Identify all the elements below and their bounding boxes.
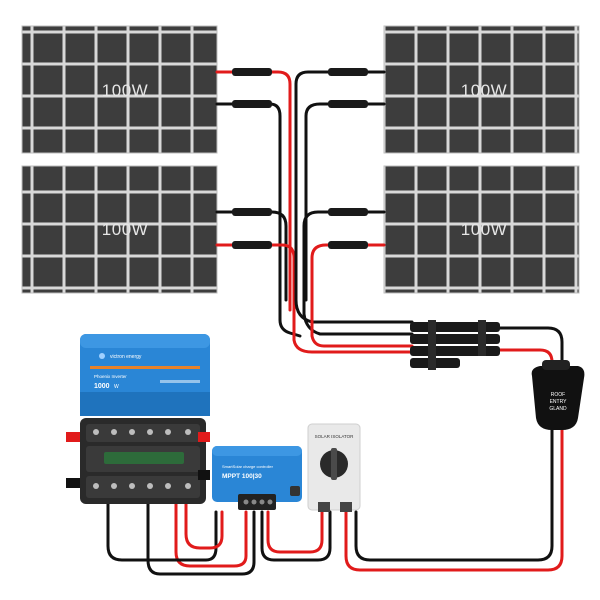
solar-panel-bottom-left: 100W	[21, 165, 218, 294]
inverter-model-unit: W	[114, 384, 119, 390]
isolator-label: SOLAR ISOLATOR	[315, 434, 355, 439]
controller-line1: SmartSolar charge controller	[222, 464, 274, 469]
battery	[66, 418, 210, 504]
gland-label-line1: ROOF	[551, 392, 565, 398]
solar-panel-top-left: 100W	[21, 25, 218, 154]
solar-panel-bottom-right: 100W	[383, 165, 580, 294]
panel-label: 100W	[461, 81, 507, 100]
roof-entry-gland: ROOF ENTRY GLAND	[531, 360, 585, 430]
gland-label-line3: GLAND	[549, 406, 567, 412]
controller-model: MPPT 100|30	[222, 473, 262, 480]
inverter-brand: victron energy	[110, 354, 142, 360]
solar-isolator: SOLAR ISOLATOR	[307, 423, 361, 512]
solar-panel-top-right: 100W	[383, 25, 580, 154]
branch-connectors	[410, 320, 500, 370]
panel-label: 100W	[102, 220, 148, 239]
charge-controller: SmartSolar charge controller MPPT 100|30	[212, 446, 302, 510]
gland-label-line2: ENTRY	[550, 399, 568, 405]
panel-label: 100W	[461, 220, 507, 239]
panel-label: 100W	[102, 81, 148, 100]
inverter-model-line: Phoenix Inverter	[94, 374, 127, 379]
inverter: victron energy Phoenix Inverter 1000 W	[80, 334, 210, 422]
mc4-connectors	[232, 68, 368, 249]
inverter-model-value: 1000	[94, 383, 110, 390]
panel-wiring	[106, 70, 564, 576]
